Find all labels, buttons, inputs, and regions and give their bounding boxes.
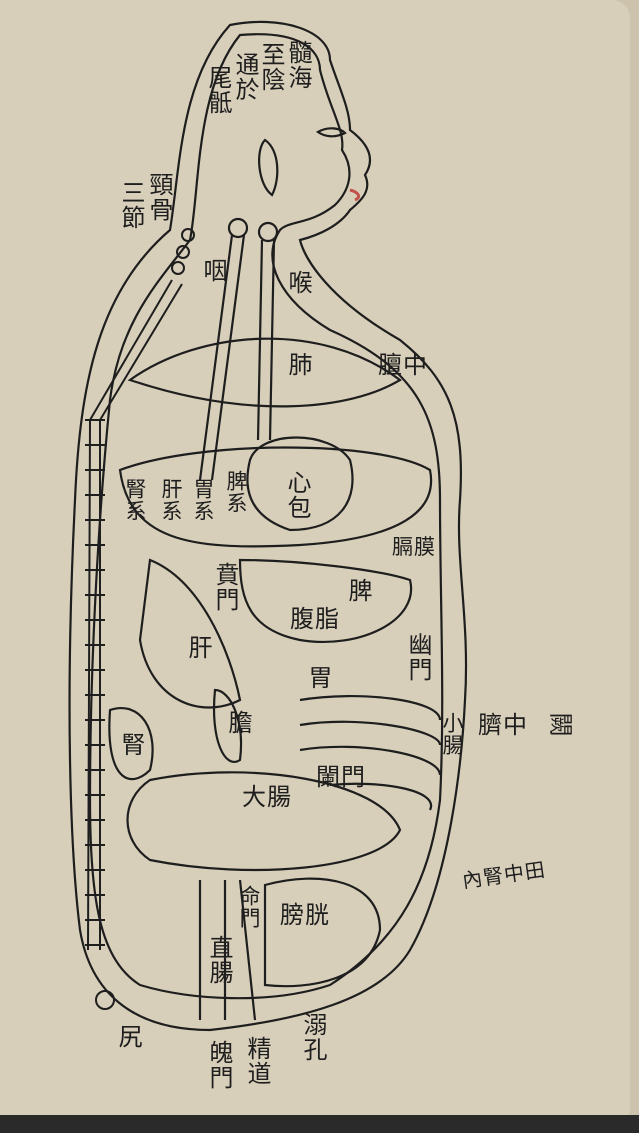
label-ileocecal-gate: 闌門 [316,763,366,791]
label-bladder: 膀胱 [280,901,330,929]
label-sacrum: 尾骶 [204,65,232,115]
lungs [127,337,402,408]
label-danzhong: 膻中 [378,351,428,379]
gallbladder-shape [213,688,243,763]
label-cardia: 賁門 [211,562,239,612]
body-outline [68,20,468,1032]
small-intestine-coils [299,695,442,811]
label-connects: 通於 [231,52,259,102]
spine [85,228,195,1010]
label-gallbladder: 膽 [224,710,252,735]
label-kidney-system: 腎系 [123,478,147,522]
label-lung: 肺 [284,352,312,377]
heart [246,436,354,532]
kidney-shape [108,707,154,781]
liver-shape [138,558,242,709]
throat-tubes [198,234,276,481]
page-edge [0,1115,639,1133]
label-anus: 魄門 [205,1040,233,1090]
label-abdominal-fat: 腹脂 [290,605,340,633]
ear [258,138,279,197]
large-intestine [126,771,402,872]
lips [349,188,361,202]
label-stomach: 胃 [304,665,332,690]
label-pericardium: 心包 [283,470,311,520]
stomach-shape [238,558,413,644]
label-three-segments: 三節 [117,180,145,230]
label-small-intestine: 小腸 [440,712,464,756]
label-liver-system: 肝系 [159,478,183,522]
label-navel-gate: 闕 [546,712,575,738]
diaphragm-shape [118,446,433,548]
label-spleen-system: 脾系 [224,470,248,514]
label-kidney: 腎 [117,732,145,757]
label-coccyx: 尻 [114,1024,142,1049]
label-neck-bones: 頸骨 [145,172,173,222]
label-pharynx: 咽 [199,258,227,283]
label-rectum: 直腸 [205,935,233,985]
label-pylorus: 幽門 [404,632,432,682]
label-mingmen: 命門 [237,885,261,929]
manuscript-page [0,0,630,1115]
label-liver: 肝 [184,635,212,660]
label-urethra: 溺孔 [299,1012,327,1062]
bladder-shape [263,877,382,988]
label-larynx: 喉 [284,270,312,295]
label-to-yin: 至陰 [257,42,285,92]
label-stomach-system: 胃系 [191,478,215,522]
label-spleen: 脾 [344,578,372,603]
label-marrow-sea: 髓海 [284,40,312,90]
rectum-shape [198,879,257,1021]
label-seminal-duct: 精道 [243,1036,271,1086]
label-large-intestine: 大腸 [242,783,292,811]
label-navel-center: 臍中 [478,711,528,739]
label-diaphragm: 膈膜 [392,535,436,559]
eye [315,127,347,138]
